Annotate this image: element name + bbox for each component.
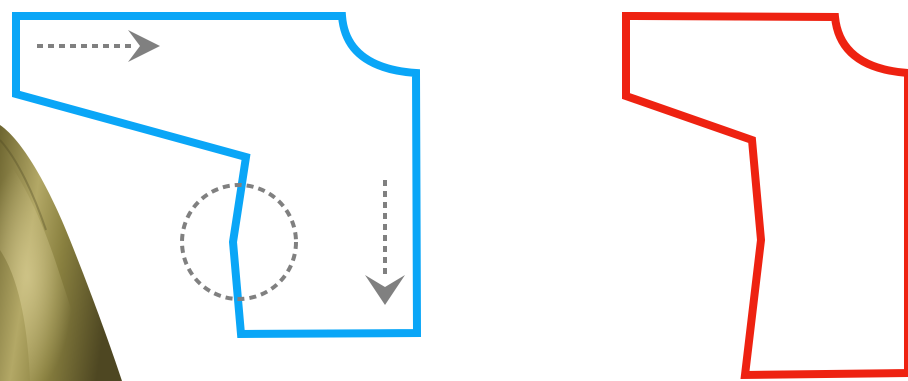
arrow-down-icon (365, 180, 405, 305)
right-pattern-piece (626, 16, 908, 375)
pattern-outline-adjusted (626, 16, 908, 375)
arrow-right-icon (37, 30, 160, 62)
fabric-fold-image (0, 125, 122, 381)
